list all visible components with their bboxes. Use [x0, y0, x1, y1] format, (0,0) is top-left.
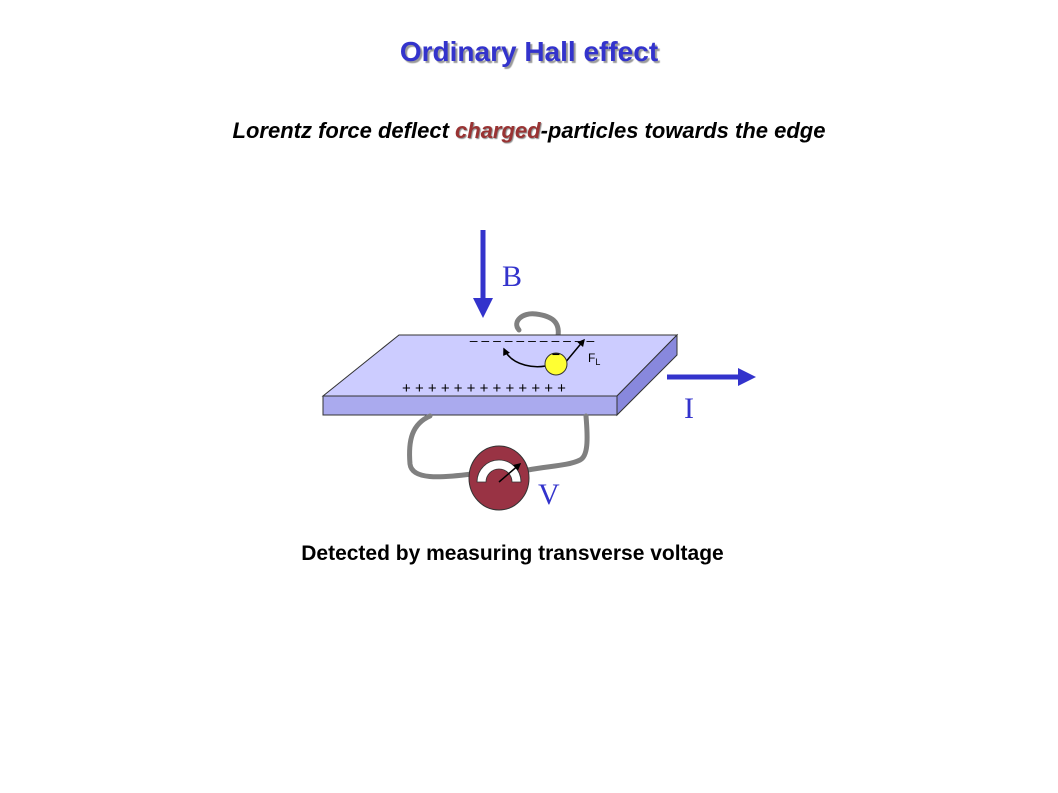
current-label: I	[684, 392, 694, 425]
top-wire	[514, 311, 561, 339]
caption: Detected by measuring transverse voltage	[301, 542, 724, 565]
right-wire	[525, 413, 590, 473]
current-arrowhead	[738, 368, 756, 386]
page-title: Ordinary Hall effect	[399, 36, 659, 67]
lorentz-force-arrow	[563, 338, 585, 365]
voltmeter-body	[468, 445, 530, 511]
electron-sign: −	[552, 346, 560, 362]
plate-side-face	[616, 333, 678, 417]
subtitle-highlight: charged	[455, 118, 541, 143]
b-field-arrowhead	[473, 298, 493, 318]
subtitle-before: Lorentz force deflect	[232, 118, 456, 143]
plate-front-face	[322, 395, 618, 416]
force-label-main: F	[588, 351, 595, 365]
left-wire	[407, 413, 475, 480]
voltmeter-dial-face	[476, 459, 522, 483]
positive-charges: + + + + + + + + + + + + +	[402, 380, 566, 397]
voltage-label: V	[538, 478, 560, 511]
negative-charges: – – – – – – – – – – –	[470, 332, 595, 348]
electron	[544, 352, 568, 376]
voltmeter-needle	[498, 463, 522, 483]
force-label: FL	[588, 351, 600, 367]
b-field-label: B	[502, 260, 522, 293]
subtitle-after: -particles towards the edge	[540, 118, 826, 143]
subtitle: Lorentz force deflect charged-particles …	[0, 118, 1058, 144]
force-label-subscript: L	[595, 357, 600, 367]
